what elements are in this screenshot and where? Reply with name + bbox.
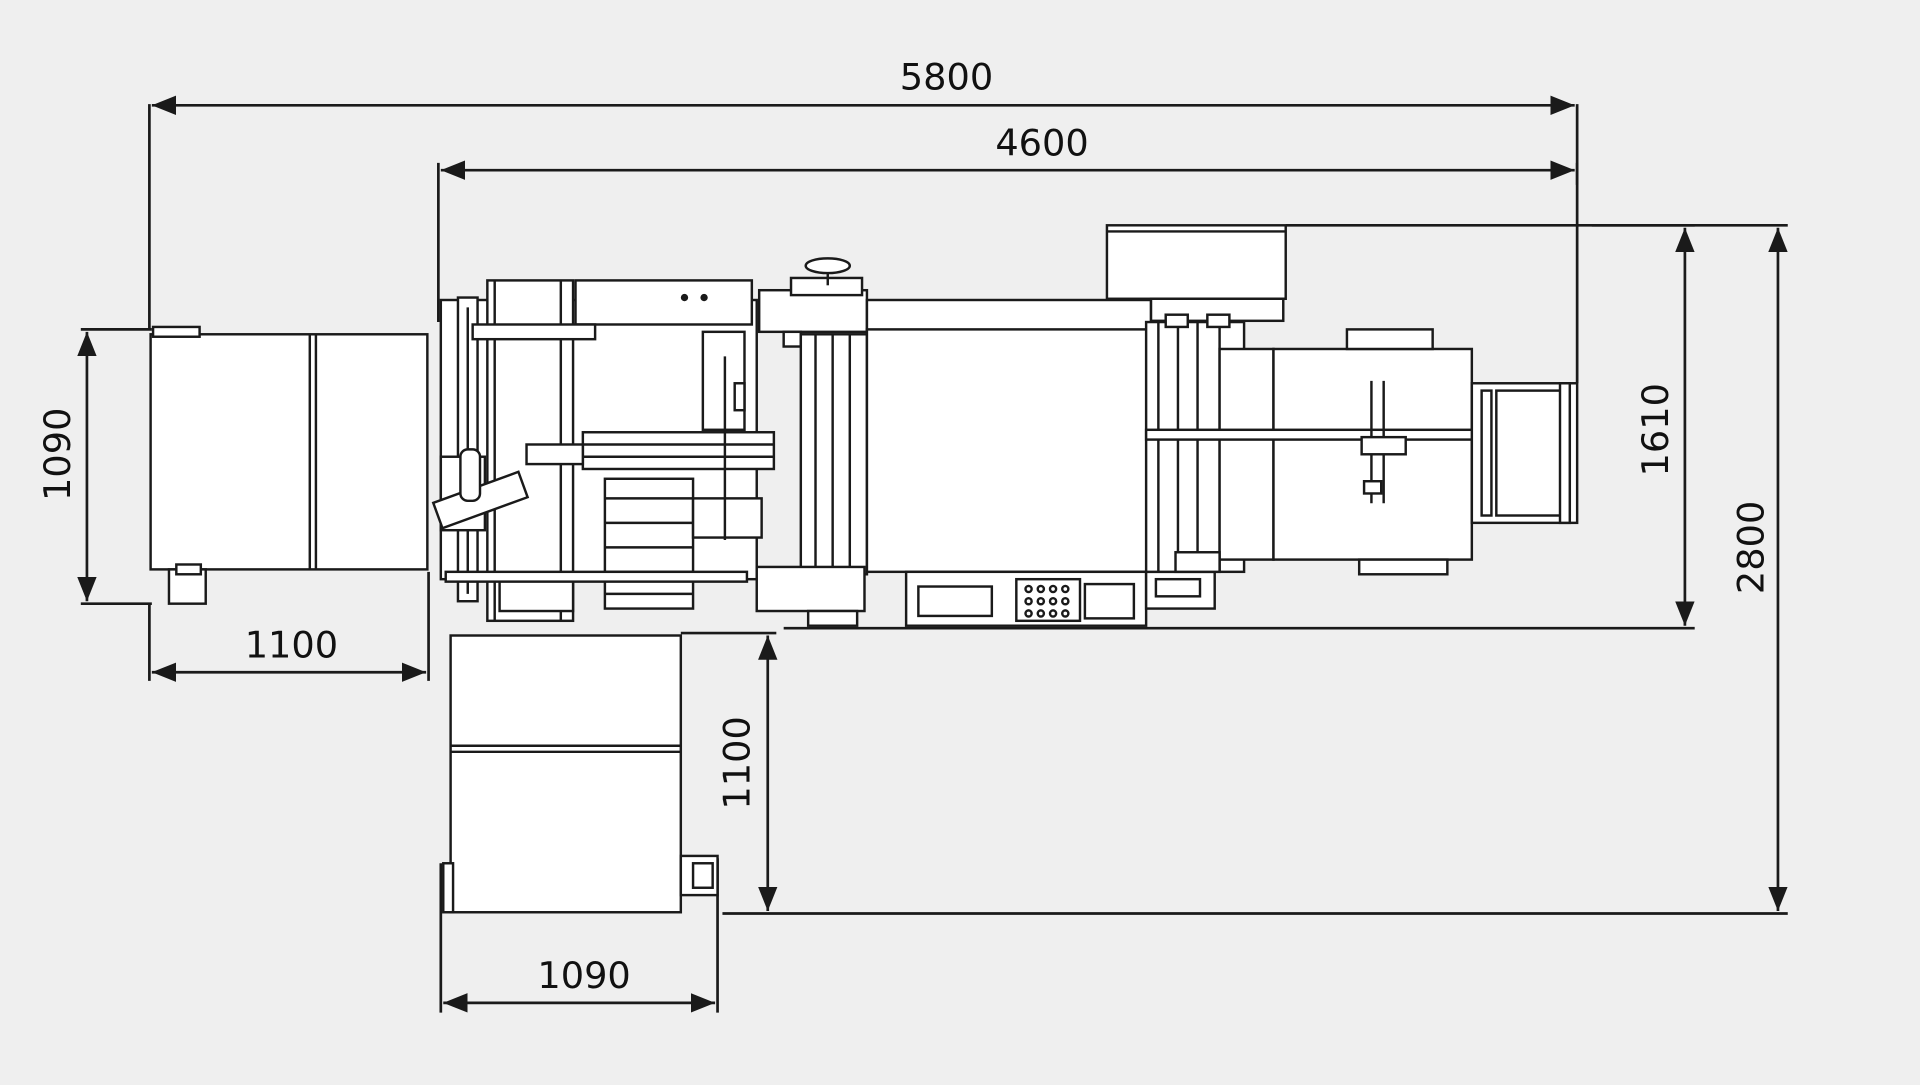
dim-total-length <box>148 95 1579 384</box>
label-total-width: 2800 <box>1729 501 1772 594</box>
film-roll-unit <box>755 257 869 627</box>
label-total-length: 5800 <box>900 55 993 98</box>
dim-machine-length <box>437 160 1579 323</box>
label-machine-width: 1610 <box>1634 383 1677 476</box>
right-section <box>1144 313 1508 576</box>
label-machine-length: 4600 <box>995 122 1088 165</box>
dim-bottom-unit-height <box>680 631 778 912</box>
label-bottom-unit-length: 1090 <box>537 954 630 997</box>
label-bottom-unit-height: 1100 <box>715 716 758 809</box>
dimension-labels: 5800 4600 1100 1090 1090 1100 1610 2800 <box>36 55 1772 997</box>
label-left-unit-height: 1090 <box>36 408 79 501</box>
outfeed-table <box>1470 382 1579 525</box>
left-feed-unit <box>149 325 429 605</box>
dim-total-width <box>722 223 1788 915</box>
dimensions <box>77 95 1788 1013</box>
machine-parts <box>149 224 1579 914</box>
label-left-unit-length: 1100 <box>245 624 338 667</box>
bottom-side-unit <box>442 634 719 914</box>
central-body <box>865 298 1216 627</box>
main-frame <box>431 279 776 623</box>
dim-left-unit-length <box>148 571 430 682</box>
dim-left-unit-height <box>77 328 152 606</box>
